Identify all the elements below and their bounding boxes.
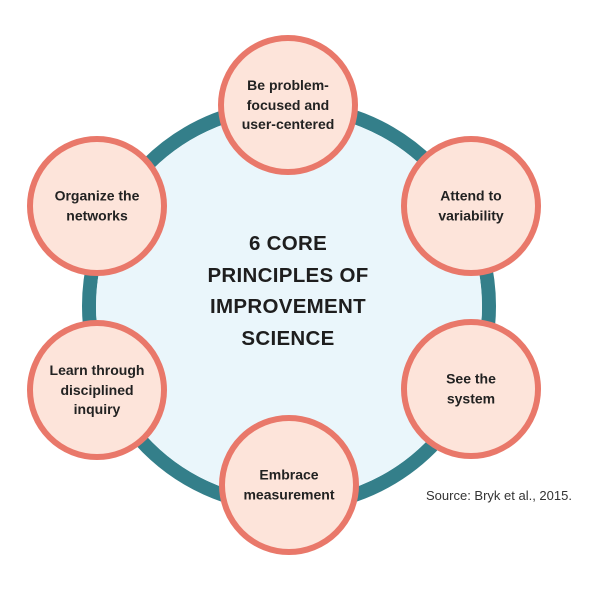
source-citation: Source: Bryk et al., 2015. — [426, 488, 572, 503]
principle-node-measurement — [219, 415, 359, 555]
principle-label-line: Organize the — [54, 187, 140, 204]
principle-node-variability — [401, 136, 541, 276]
principle-label-line: focused and — [246, 96, 330, 113]
principle-label-line: Be problem- — [247, 76, 329, 93]
principle-label-line: disciplined — [60, 381, 134, 398]
principle-label-line: system — [446, 390, 496, 406]
principle-label-line: Embrace — [259, 466, 319, 483]
principle-node-system — [401, 319, 541, 459]
principle-label-inquiry: Learn through disciplined inquiry — [35, 361, 159, 420]
center-disc — [96, 113, 482, 499]
principle-node-inquiry — [27, 320, 167, 460]
principle-label-line: Attend to — [440, 187, 502, 204]
center-title: 6 CORE PRINCIPLES OF IMPROVEMENT SCIENCE — [170, 228, 406, 354]
principle-node-problem-focused — [218, 35, 358, 175]
principle-label-line: Learn through — [49, 361, 145, 378]
principle-label-line: See the — [446, 370, 496, 387]
principle-label-problem-focused: Be problem- focused and user-centered — [226, 76, 350, 135]
center-title-line: SCIENCE — [241, 326, 335, 350]
principle-label-networks: Organize the networks — [35, 187, 159, 226]
center-title-line: IMPROVEMENT — [210, 295, 366, 318]
principle-label-variability: Attend to variability — [409, 187, 533, 226]
center-title-line: 6 CORE — [248, 232, 328, 255]
principle-label-line: measurement — [243, 486, 335, 502]
principle-node-networks — [27, 136, 167, 276]
principle-label-measurement: Embrace measurement — [227, 466, 351, 505]
principle-label-system: See the system — [409, 370, 533, 409]
principle-label-line: inquiry — [73, 400, 121, 417]
principle-label-line: user-centered — [241, 115, 335, 132]
principle-label-line: networks — [66, 207, 128, 223]
center-title-line: PRINCIPLES OF — [207, 263, 369, 287]
principle-label-line: variability — [438, 207, 504, 223]
